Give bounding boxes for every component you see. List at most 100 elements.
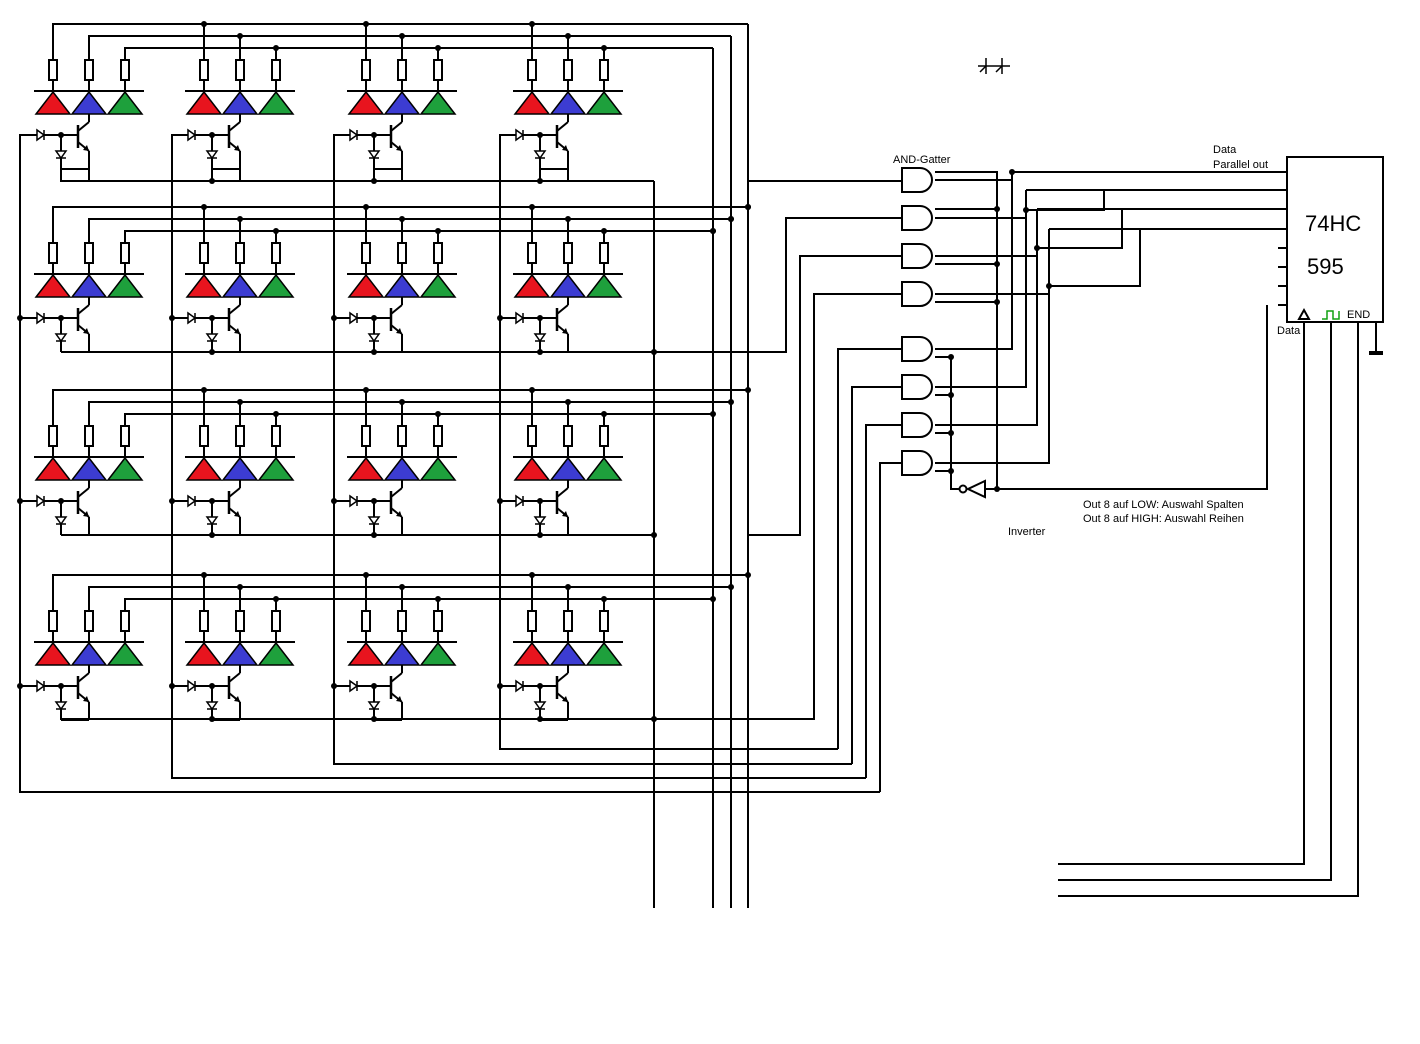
wire [935, 229, 1050, 464]
junction-dot [728, 584, 734, 590]
junction-dot [273, 411, 279, 417]
led-cell [343, 575, 457, 721]
wire [124, 230, 713, 243]
parallel-out-label: Parallel out [1213, 159, 1268, 171]
and-gate [901, 412, 933, 438]
junction-dot [651, 532, 657, 538]
chip-label-595: 595 [1307, 254, 1344, 279]
junction-dot [529, 387, 535, 393]
junction-dot [529, 204, 535, 210]
wire [124, 598, 713, 611]
junction-dot [1023, 207, 1029, 213]
junction-dot [331, 498, 337, 504]
wire [60, 169, 654, 182]
wire [837, 348, 902, 749]
junction-dot [565, 216, 571, 222]
and-gate [901, 243, 933, 269]
wire [654, 217, 902, 353]
wire [1058, 322, 1305, 865]
junction-dot [169, 315, 175, 321]
junction-dot [273, 596, 279, 602]
wire [935, 209, 1038, 426]
led-cell [509, 24, 623, 170]
junction-dot [273, 45, 279, 51]
junction-dot [237, 216, 243, 222]
wire [1026, 189, 1287, 211]
junction-dot [1034, 245, 1040, 251]
inverter-symbol [958, 479, 986, 499]
wire [124, 47, 713, 60]
and-gate-body [901, 374, 933, 400]
junction-dot [948, 354, 954, 360]
junction-dot [948, 430, 954, 436]
junction-dot [994, 486, 1000, 492]
note-low-label: Out 8 auf LOW: Auswahl Spalten [1083, 499, 1244, 511]
junction-dot [209, 716, 215, 722]
junction-dot [710, 228, 716, 234]
wire [60, 718, 654, 720]
junction-dot [529, 21, 535, 27]
shift-register-chip: 74HC 595 END [1278, 156, 1384, 323]
junction-dot [237, 33, 243, 39]
led-cell [343, 390, 457, 536]
data-label: Data [1213, 144, 1237, 156]
wire [124, 413, 713, 426]
junction-dot [201, 21, 207, 27]
led-matrix [30, 24, 623, 721]
junction-dot [435, 596, 441, 602]
junction-dot [371, 532, 377, 538]
and-gates [901, 167, 933, 476]
junction-dot [537, 349, 543, 355]
wire [88, 401, 731, 426]
wiring [19, 23, 1359, 908]
wire [171, 134, 866, 779]
junction-dot [948, 468, 954, 474]
junction-dot [17, 315, 23, 321]
transistor-pair-icon [978, 58, 1010, 74]
led-cell [181, 207, 295, 353]
led-cell [509, 575, 623, 721]
junction-dot [209, 349, 215, 355]
junction-dot [565, 399, 571, 405]
junction-dot [237, 584, 243, 590]
junction-dot [728, 216, 734, 222]
junction-dot [209, 532, 215, 538]
ground-icon [1369, 322, 1383, 355]
and-gate [901, 281, 933, 307]
junction-dot [497, 315, 503, 321]
and-gate-body [901, 243, 933, 269]
junction-dot [363, 204, 369, 210]
junction-dot [201, 572, 207, 578]
clock-pulse-icon [1322, 310, 1340, 320]
junction-dot [497, 498, 503, 504]
wire [52, 389, 748, 426]
wire [748, 255, 902, 536]
inverter-label: Inverter [1008, 526, 1046, 538]
junction-dot [565, 584, 571, 590]
wire [865, 424, 902, 778]
led-cell [181, 575, 295, 721]
led-cell [509, 207, 623, 353]
wire [879, 462, 902, 792]
junction-dot [1046, 283, 1052, 289]
junction-dot [601, 228, 607, 234]
led-cell [30, 207, 144, 353]
wire [1058, 322, 1332, 881]
junction-dot [435, 411, 441, 417]
junction-dot [565, 33, 571, 39]
junction-dot [399, 216, 405, 222]
junction-dot [399, 399, 405, 405]
note-high-label: Out 8 auf HIGH: Auswahl Reihen [1083, 513, 1244, 525]
wire [1037, 208, 1287, 249]
led-cell [343, 24, 457, 170]
wire [52, 23, 748, 60]
junction-dot [601, 45, 607, 51]
junction-dot [435, 228, 441, 234]
junction-dot [273, 228, 279, 234]
junction-dot [331, 315, 337, 321]
junction-dot [497, 683, 503, 689]
junction-dot [169, 683, 175, 689]
and-gate [901, 374, 933, 400]
wire [1058, 322, 1359, 897]
chip-label-74hc: 74HC [1305, 211, 1361, 236]
